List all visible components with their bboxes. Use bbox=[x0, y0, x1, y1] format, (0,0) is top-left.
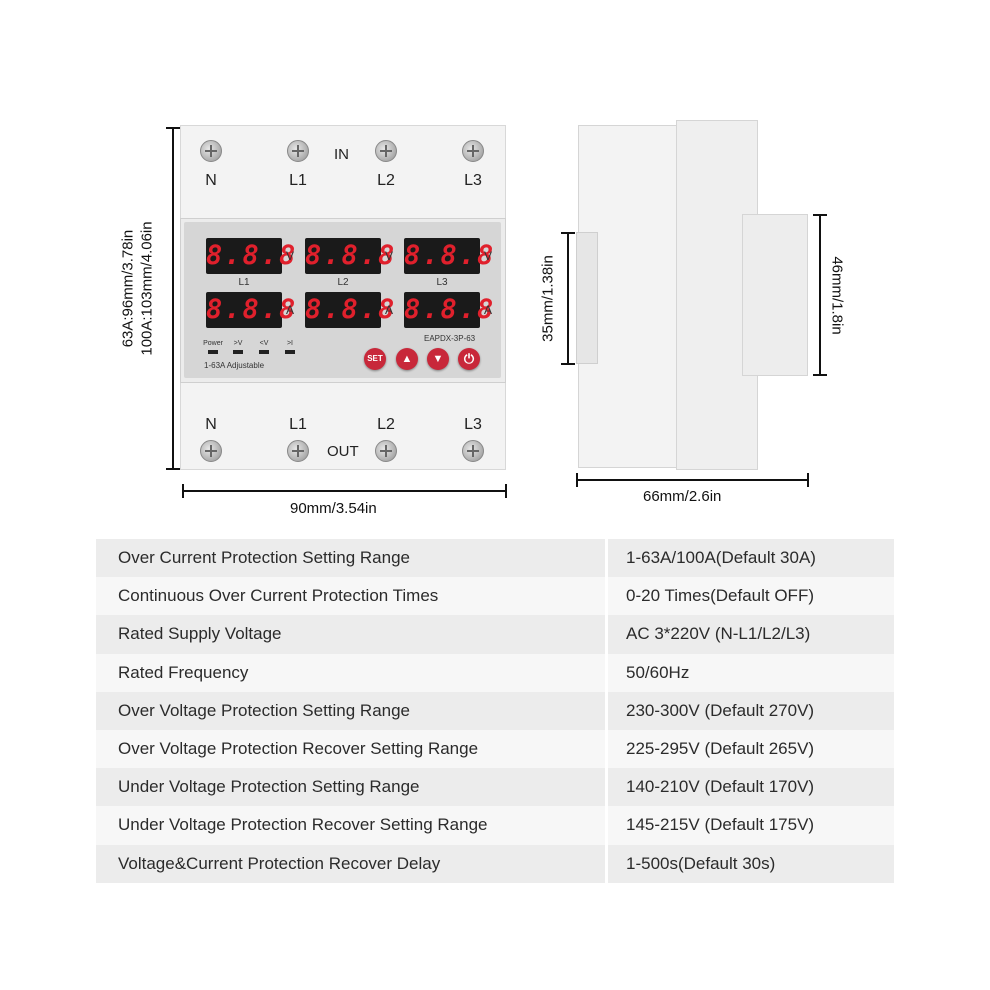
current-unit-l1: A bbox=[286, 303, 295, 317]
indicator-label-overcurrent: >I bbox=[286, 340, 294, 347]
out-label: OUT bbox=[327, 443, 359, 460]
power-button[interactable]: ⏻ bbox=[458, 348, 480, 370]
spec-param: Under Voltage Protection Recover Setting… bbox=[96, 806, 607, 845]
front-width-dimension-line bbox=[182, 490, 507, 492]
set-button[interactable]: SET bbox=[364, 348, 386, 370]
indicator-label-overvolt: >V bbox=[233, 340, 243, 347]
terminal-screw-in-n bbox=[200, 140, 222, 162]
spec-param: Continuous Over Current Protection Times bbox=[96, 577, 607, 616]
indicator-led-power bbox=[208, 350, 218, 354]
terminal-screw-out-l1 bbox=[287, 440, 309, 462]
spec-param: Rated Supply Voltage bbox=[96, 615, 607, 654]
terminal-label-in-l1: L1 bbox=[289, 172, 307, 189]
voltage-unit-l2: V bbox=[385, 249, 394, 263]
spec-row: Under Voltage Protection Recover Setting… bbox=[96, 806, 894, 845]
spec-value: 1-500s(Default 30s) bbox=[605, 844, 894, 883]
side-knob-tick-bottom bbox=[813, 374, 827, 376]
current-display-l2: 8.8.8 bbox=[305, 292, 394, 328]
indicator-label-power: Power bbox=[203, 340, 223, 347]
terminal-label-in-n: N bbox=[205, 172, 217, 189]
model-label: EAPDX-3P-63 bbox=[424, 334, 476, 343]
in-label: IN bbox=[334, 146, 349, 163]
front-width-tick-left bbox=[182, 484, 184, 498]
side-din-clip bbox=[576, 232, 598, 364]
spec-param: Rated Frequency bbox=[96, 653, 607, 692]
channel-label-l3: L3 bbox=[436, 277, 448, 288]
terminal-screw-out-l3 bbox=[462, 440, 484, 462]
terminal-screw-in-l3 bbox=[462, 140, 484, 162]
spec-param: Over Current Protection Setting Range bbox=[96, 539, 607, 578]
adjustable-label: 1-63A Adjustable bbox=[204, 361, 265, 370]
indicator-led-overvolt bbox=[233, 350, 243, 354]
spec-value: 230-300V (Default 270V) bbox=[605, 691, 894, 730]
voltage-display-l2: 8.8.8 bbox=[305, 238, 394, 274]
front-width-label: 90mm/3.54in bbox=[290, 500, 377, 517]
side-clip-dimension-line bbox=[567, 232, 569, 365]
terminal-screw-in-l1 bbox=[287, 140, 309, 162]
terminal-label-in-l2: L2 bbox=[377, 172, 395, 189]
current-display-l3: 8.8.8 bbox=[404, 292, 493, 328]
side-knob-height-label: 46mm/1.8in bbox=[828, 256, 846, 335]
side-depth-dimension-line bbox=[576, 479, 809, 481]
channel-label-l2: L2 bbox=[337, 277, 349, 288]
side-knob-tick-top bbox=[813, 214, 827, 216]
voltage-unit-l3: V bbox=[484, 249, 493, 263]
side-depth-tick-right bbox=[807, 473, 809, 487]
front-height-tick-bottom bbox=[166, 468, 180, 470]
indicator-label-undervolt: <V bbox=[259, 340, 269, 347]
front-height-label-100a: 100A:103mm/4.06in bbox=[138, 221, 156, 356]
spec-param: Under Voltage Protection Setting Range bbox=[96, 768, 607, 807]
front-height-label-63a: 63A:96mm/3.78in bbox=[119, 229, 137, 348]
terminal-screw-out-n bbox=[200, 440, 222, 462]
current-unit-l2: A bbox=[385, 303, 394, 317]
spec-value: 50/60Hz bbox=[605, 653, 894, 692]
spec-value: 1-63A/100A(Default 30A) bbox=[605, 539, 894, 578]
spec-value: 140-210V (Default 170V) bbox=[605, 768, 894, 807]
terminal-label-in-l3: L3 bbox=[464, 172, 482, 189]
side-depth-tick-left bbox=[576, 473, 578, 487]
spec-row: Voltage&Current Protection Recover Delay… bbox=[96, 844, 894, 883]
spec-param: Over Voltage Protection Setting Range bbox=[96, 691, 607, 730]
spec-param: Over Voltage Protection Recover Setting … bbox=[96, 729, 607, 769]
spec-value: AC 3*220V (N-L1/L2/L3) bbox=[605, 615, 894, 654]
terminal-label-out-n: N bbox=[205, 416, 217, 433]
indicator-led-undervolt bbox=[259, 350, 269, 354]
spec-value: 225-295V (Default 265V) bbox=[605, 729, 894, 769]
down-button[interactable]: ▼ bbox=[427, 348, 449, 370]
spec-value: 0-20 Times(Default OFF) bbox=[605, 577, 894, 616]
spec-param: Voltage&Current Protection Recover Delay bbox=[96, 844, 607, 883]
up-button[interactable]: ▲ bbox=[396, 348, 418, 370]
front-height-tick-top bbox=[166, 127, 180, 129]
spec-value: 145-215V (Default 175V) bbox=[605, 806, 894, 845]
front-height-dimension-line bbox=[172, 127, 174, 470]
side-clip-height-label: 35mm/1.38in bbox=[539, 255, 557, 342]
spec-row: Continuous Over Current Protection Times… bbox=[96, 577, 894, 616]
voltage-display-l3: 8.8.8 bbox=[404, 238, 493, 274]
terminal-label-out-l2: L2 bbox=[377, 416, 395, 433]
indicator-led-overcurrent bbox=[285, 350, 295, 354]
voltage-display-l1: 8.8.8 bbox=[206, 238, 295, 274]
current-display-l1: 8.8.8 bbox=[206, 292, 295, 328]
side-clip-tick-top bbox=[561, 232, 575, 234]
terminal-screw-in-l2 bbox=[375, 140, 397, 162]
terminal-label-out-l1: L1 bbox=[289, 416, 307, 433]
side-device-front-protrusion bbox=[742, 214, 808, 376]
channel-label-l1: L1 bbox=[238, 277, 250, 288]
front-width-tick-right bbox=[505, 484, 507, 498]
current-unit-l3: A bbox=[484, 303, 493, 317]
side-knob-dimension-line bbox=[819, 214, 821, 376]
voltage-unit-l1: V bbox=[286, 249, 295, 263]
side-clip-tick-bottom bbox=[561, 363, 575, 365]
terminal-label-out-l3: L3 bbox=[464, 416, 482, 433]
terminal-screw-out-l2 bbox=[375, 440, 397, 462]
side-depth-label: 66mm/2.6in bbox=[643, 488, 722, 505]
spec-row: Over Voltage Protection Recover Setting … bbox=[96, 729, 894, 769]
